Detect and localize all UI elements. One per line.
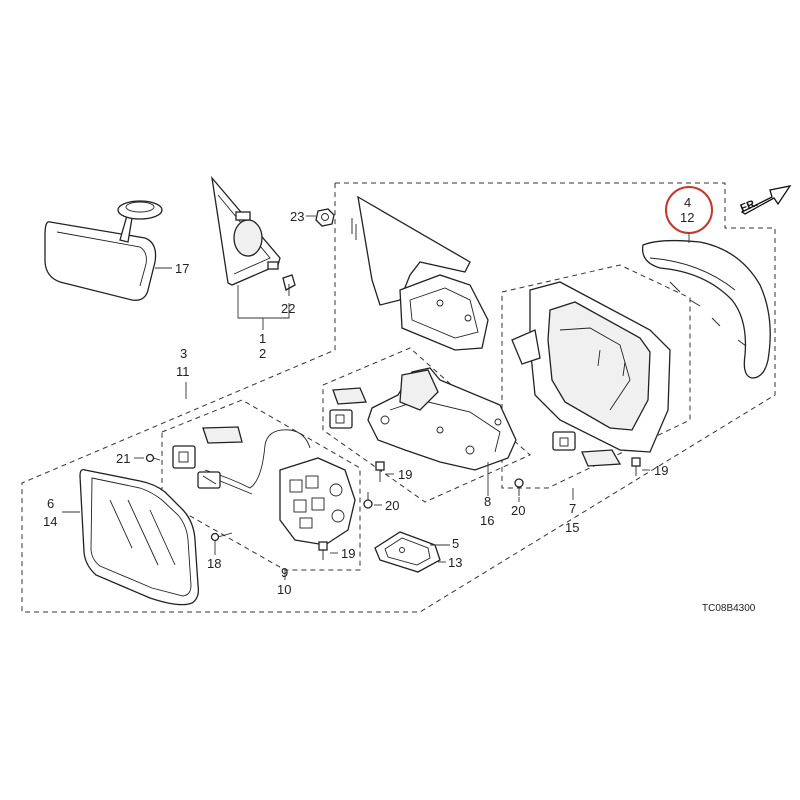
mirror-bracket: [367, 367, 517, 471]
label-17: 17: [175, 261, 189, 276]
label-6: 6: [47, 496, 54, 511]
label-7: 7: [569, 501, 576, 516]
mirror-glass: [79, 468, 200, 606]
label-20b: 20: [511, 503, 525, 518]
label-23: 23: [290, 209, 304, 224]
screw-20b: [514, 478, 524, 496]
label-19a: 19: [341, 546, 355, 561]
label-14: 14: [43, 514, 57, 529]
mirror-cover-cap: [641, 239, 771, 379]
connector-9: [172, 445, 196, 469]
screw-19a: [318, 541, 328, 560]
clip-22: [282, 274, 296, 296]
screw-19b: [375, 461, 385, 482]
gasket: [374, 531, 441, 573]
label-5: 5: [452, 536, 459, 551]
label-8: 8: [484, 494, 491, 509]
screw-21: [145, 453, 161, 463]
rear-view-mirror: [44, 200, 163, 301]
mirror-base: [351, 195, 489, 351]
wire-harness: [197, 429, 311, 495]
screw-20a: [363, 492, 373, 509]
label-3: 3: [180, 346, 187, 361]
label-19c: 19: [654, 463, 668, 478]
label-13: 13: [448, 555, 462, 570]
label-16: 16: [480, 513, 494, 528]
screw-19c: [631, 457, 641, 476]
housing-frame: [511, 281, 671, 453]
front-direction-arrow: FR.: [739, 185, 792, 215]
diagram-code: TC08B4300: [702, 603, 756, 614]
label-2: 2: [259, 346, 266, 361]
label-18: 18: [207, 556, 221, 571]
pad-7: [581, 449, 622, 467]
front-direction-label: FR.: [739, 197, 760, 215]
label-4: 4: [684, 195, 691, 210]
label-19b: 19: [398, 467, 412, 482]
corner-garnish: [211, 175, 281, 286]
mirror-actuator: [279, 457, 356, 546]
connector-7: [552, 431, 576, 451]
label-12: 12: [680, 210, 694, 225]
label-1: 1: [259, 331, 266, 346]
nut-23: [315, 208, 335, 227]
label-20a: 20: [385, 498, 399, 513]
label-11: 11: [176, 364, 190, 379]
label-21: 21: [116, 451, 130, 466]
screw-18: [210, 532, 233, 542]
label-10: 10: [277, 582, 291, 597]
pad-8: [332, 387, 367, 405]
assembly-outline: [21, 182, 776, 613]
label-15: 15: [565, 520, 579, 535]
housing-frame-box: [501, 264, 691, 489]
pad-9: [202, 426, 243, 444]
label-9: 9: [281, 565, 288, 580]
connector-8: [329, 409, 353, 429]
label-22: 22: [281, 301, 295, 316]
